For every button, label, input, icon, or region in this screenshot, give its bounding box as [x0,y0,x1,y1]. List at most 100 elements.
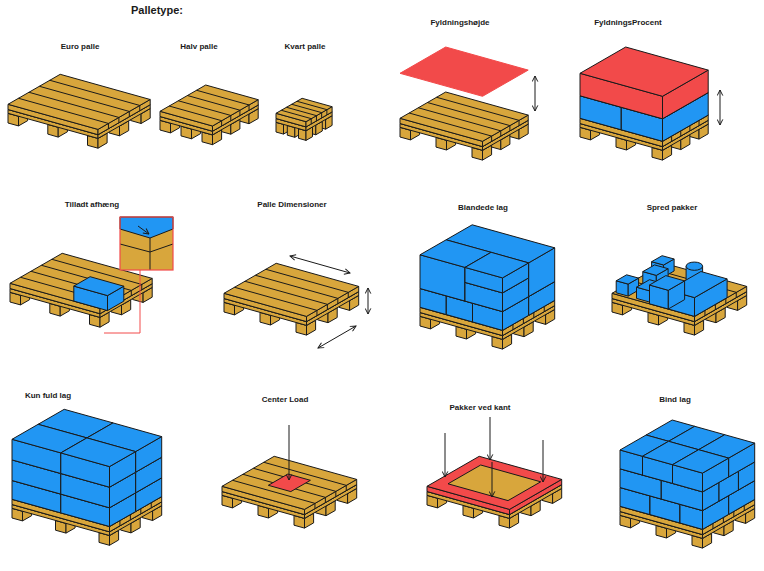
fill-percent-layer [580,47,708,96]
dimension-arrow [318,326,356,348]
inner-area [448,465,541,501]
panel-label: Halv palle [180,42,217,52]
package-box [74,277,124,296]
plank-line [680,131,681,136]
plank-line [337,298,338,303]
load-arrow [490,417,491,460]
inset-edge [120,244,150,252]
package-box [652,256,675,265]
dimension-arrow [290,256,350,273]
panel-label: Kun fuld lag [25,391,71,401]
plank-line [736,292,737,297]
plank-line [509,126,510,131]
load-arrow [543,440,544,482]
plank-line [335,491,336,496]
plank-line [197,90,250,105]
plank-line [253,468,336,491]
package-cylinder [686,266,687,281]
plank-line [348,292,349,297]
plank-line [286,107,316,115]
plank-line [249,105,250,110]
plank-line [346,485,347,490]
panel-label: Kvart palle [285,42,326,52]
panel-label: Euro palle [61,42,100,52]
plank-line [281,110,311,118]
plank-line [326,110,327,115]
plank-line [239,110,240,115]
plank-line [139,105,140,110]
load-arrow [445,433,446,477]
pallet-deck [427,456,562,509]
inset-frame [120,217,173,270]
plank-line [519,120,520,125]
panel-label: Tilladt afhæng [65,200,120,210]
package-cylinder [686,262,703,270]
inset-package [120,217,173,238]
plank-line [141,284,142,289]
load-arrow [289,425,290,480]
package-box [61,438,136,467]
panel-label: Fyldningshøjde [430,18,489,28]
package-box [650,276,685,291]
pallet-deck [400,92,528,141]
plank-line [178,101,231,116]
pallet-deck [8,74,150,129]
pallet-deck [276,98,332,121]
plank-line [689,126,690,131]
plank-line [243,474,326,497]
plank-line [491,136,492,141]
dimension-arrow [535,76,536,111]
plank-line [311,119,312,124]
plank-line [327,304,328,309]
plank-line [500,131,501,136]
plank-line [169,106,222,121]
plank-line [314,503,315,508]
pallet-deck [224,263,359,316]
plank-line [119,521,120,526]
plank-line [118,117,119,122]
fill-height-plane [400,47,528,96]
plank-line [292,104,322,112]
plank-line [325,497,326,502]
plank-line [108,123,109,128]
plank-line [234,287,317,310]
pallet-deck [160,85,258,126]
panel-label: Palle Dimensioner [257,200,326,210]
panel-label: Center Load [262,395,309,405]
plank-line [437,97,519,120]
plank-line [321,113,322,118]
plank-line [129,111,130,116]
package-box [673,450,729,473]
plank-line [255,275,338,298]
panel-label: FyldningsProcent [594,18,662,28]
plank-line [316,116,317,121]
overhang-arrow [138,226,149,234]
inset-edge [150,238,151,270]
page-title: Palletype: [131,4,183,17]
plank-line [131,290,132,295]
pallet-deck [612,263,747,316]
plank-line [266,269,349,292]
panel-label: Spred pakker [647,203,698,213]
plank-line [50,80,140,105]
load-arrow [492,462,493,497]
dimension-arrow [368,288,369,314]
panel-label: Pakker ved kant [450,403,511,413]
inset-edge [150,244,173,252]
plank-line [671,136,672,141]
plank-line [297,101,327,109]
plank-line [230,115,231,120]
plank-line [245,281,328,304]
plank-line [221,121,222,126]
panel-label: Bind lag [659,395,691,405]
plank-line [316,310,317,315]
plank-line [699,120,700,125]
inset-ground [120,217,173,270]
plank-line [725,298,726,303]
plank-line [187,96,240,111]
package-box [616,275,638,284]
panel-label: Blandede lag [458,203,508,213]
dimension-arrow [720,90,721,125]
callout-leader [104,270,140,333]
